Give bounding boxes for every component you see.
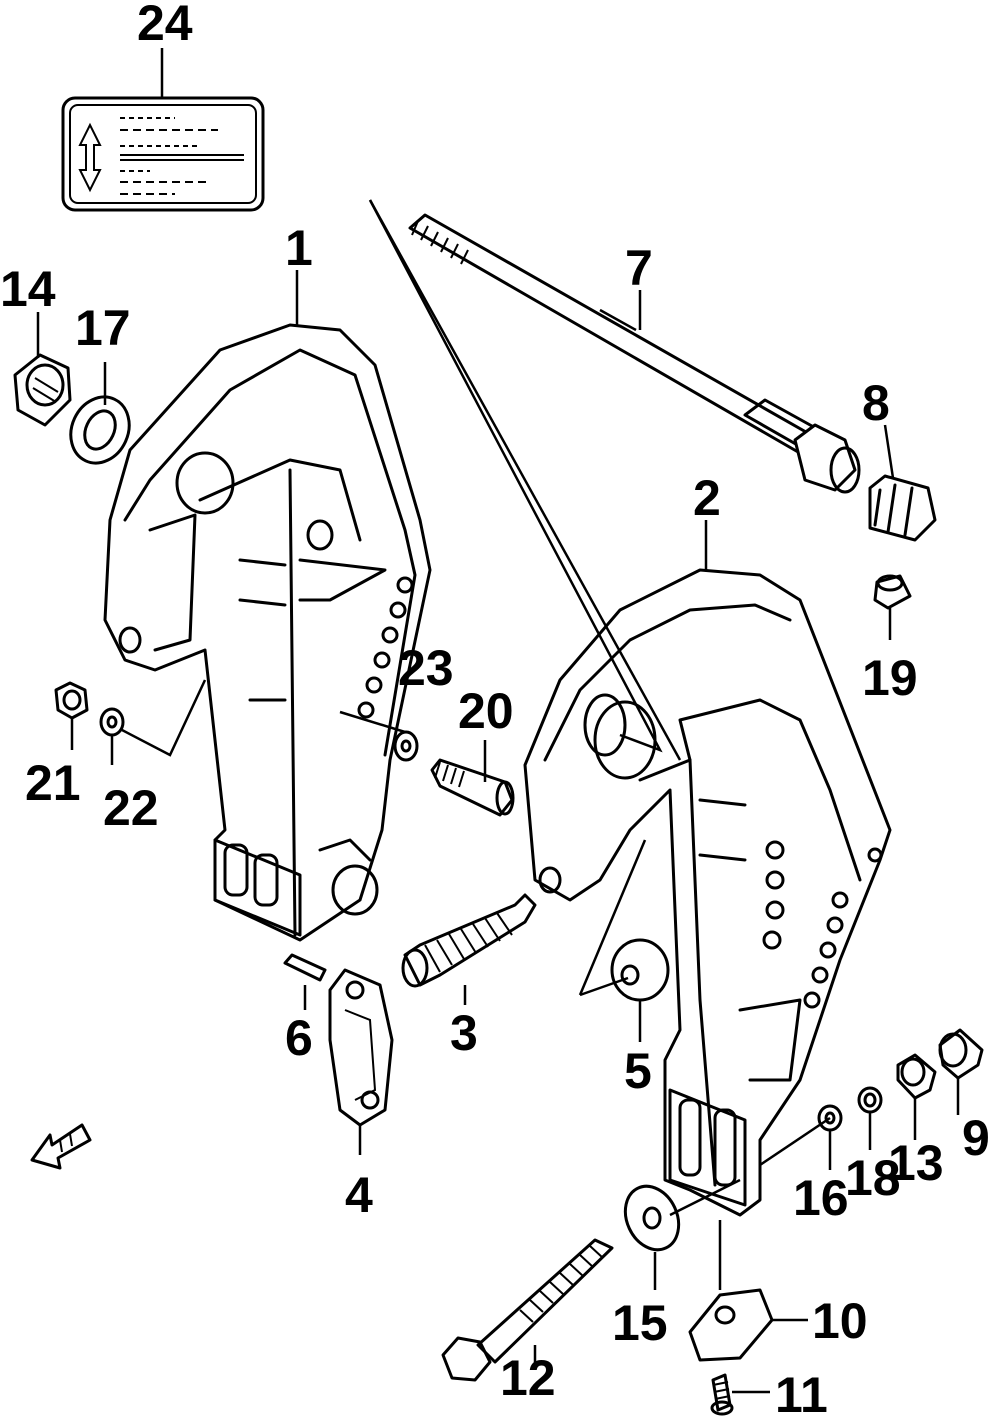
washer-17 (69, 395, 131, 465)
cap-nut (868, 474, 937, 542)
callout-14: 14 (0, 261, 56, 317)
callout-20: 20 (458, 683, 514, 739)
up-down-arrow-icon (78, 122, 102, 193)
callout-2: 2 (693, 470, 721, 526)
callout-7: 7 (625, 240, 653, 296)
callout-13: 13 (888, 1135, 944, 1191)
callout-1: 1 (285, 220, 313, 276)
callout-3: 3 (450, 1005, 478, 1061)
callout-6: 6 (285, 1010, 313, 1066)
bushing-13 (896, 1053, 937, 1100)
plate-4 (328, 968, 394, 1127)
bushing-19 (873, 574, 912, 610)
label-plate (61, 96, 265, 212)
washer-22 (99, 707, 125, 737)
callout-8: 8 (862, 375, 890, 431)
callout-11: 11 (775, 1367, 828, 1417)
callout-12: 12 (500, 1350, 556, 1406)
washer-15 (623, 1184, 681, 1252)
pad-5 (610, 938, 670, 1002)
through-bolt (408, 213, 861, 494)
small-nut-21 (54, 681, 89, 720)
callout-5: 5 (624, 1043, 652, 1099)
leader-lines (36, 48, 960, 1394)
callout-22: 22 (103, 780, 159, 836)
bolt-12 (441, 1238, 614, 1382)
callout-15: 15 (612, 1295, 668, 1351)
callout-16: 16 (793, 1170, 849, 1226)
callout-18: 18 (845, 1150, 901, 1206)
front-arrow-icon (30, 1123, 92, 1170)
pin-6 (283, 953, 327, 982)
callout-23: 23 (398, 640, 454, 696)
washer-23 (393, 730, 419, 762)
callout-17: 17 (75, 300, 131, 356)
block-10 (688, 1288, 774, 1362)
hex-nut-14 (13, 353, 72, 427)
bushing-9 (938, 1028, 984, 1080)
clamp-bracket-right (523, 568, 892, 1217)
callout-10: 10 (812, 1293, 868, 1349)
clamp-screw-3 (401, 893, 537, 988)
pin-bolt-20 (430, 758, 515, 817)
callout-9: 9 (962, 1110, 990, 1166)
washer-18 (857, 1086, 883, 1114)
callout-19: 19 (862, 650, 918, 706)
screw-11 (710, 1373, 734, 1416)
callout-24: 24 (137, 0, 193, 51)
callout-4: 4 (345, 1167, 373, 1223)
callout-21: 21 (25, 755, 81, 811)
clamp-bracket-left (103, 323, 432, 942)
